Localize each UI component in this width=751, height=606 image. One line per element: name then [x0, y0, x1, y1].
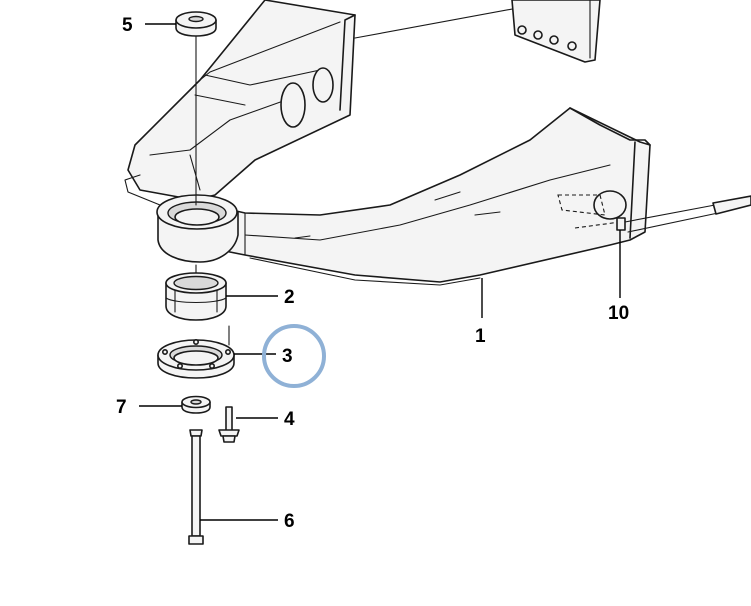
callout-1: 1: [475, 326, 486, 347]
callout-5: 5: [122, 15, 133, 36]
beam-fitting: [616, 217, 626, 231]
callout-6: 6: [284, 511, 295, 532]
callout-7: 7: [116, 397, 127, 418]
part-3-flange: [157, 338, 235, 379]
callout-3-highlight: [262, 324, 326, 388]
beam-hole: [593, 190, 627, 220]
frame-hole-1: [280, 82, 306, 128]
part-7-washer: [181, 395, 211, 414]
part-2-bushing: [165, 272, 227, 321]
mounting-bracket: [511, 0, 601, 63]
part-6-long-bolt: [188, 429, 204, 545]
callout-3: 3: [282, 346, 293, 367]
callout-4: 4: [284, 409, 295, 430]
pivot-boss: [156, 194, 239, 263]
callout-10: 10: [608, 303, 629, 324]
frame-hole-2: [312, 67, 334, 103]
frame-main-beam: [159, 107, 751, 286]
beam-rod: [712, 195, 751, 215]
callout-2: 2: [284, 287, 295, 308]
part-5-washer: [175, 11, 217, 37]
frame-upper-arm: [124, 0, 356, 206]
part-4-bolt: [218, 406, 240, 443]
